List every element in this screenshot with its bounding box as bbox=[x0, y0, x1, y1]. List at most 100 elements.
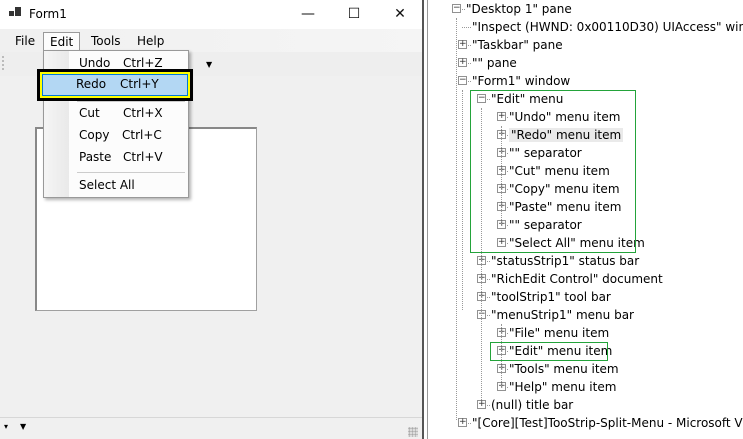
dropdown-arrow-icon[interactable]: ▼ bbox=[206, 60, 213, 69]
tree-node[interactable]: "RichEdit Control" document bbox=[491, 270, 663, 288]
tree-node[interactable]: "menuStrip1" menu bar bbox=[491, 306, 634, 324]
tree-connector bbox=[501, 324, 502, 388]
expand-icon[interactable]: + bbox=[458, 39, 467, 49]
tree-node-label: "Form1" window bbox=[472, 74, 571, 88]
expand-icon[interactable]: + bbox=[458, 57, 467, 67]
tree-node-label: "[Core][Test]TooStrip-Split-Menu - Micro… bbox=[472, 416, 743, 430]
highlight-rectangle: Redo Ctrl+Y bbox=[37, 69, 193, 101]
tree-node[interactable]: "Paste" menu item bbox=[509, 198, 621, 216]
highlight-box bbox=[490, 342, 608, 361]
dropdown-arrow-icon[interactable]: ▾ bbox=[4, 422, 9, 431]
label: Copy bbox=[79, 128, 110, 142]
tree-connector bbox=[468, 423, 471, 424]
tree-node[interactable]: "Copy" menu item bbox=[509, 180, 620, 198]
collapse-icon[interactable]: − bbox=[477, 93, 486, 103]
tree-node[interactable]: "Cut" menu item bbox=[509, 162, 610, 180]
menu-item-redo[interactable]: Redo Ctrl+Y bbox=[42, 74, 188, 96]
tree-node[interactable]: "Select All" menu item bbox=[509, 234, 645, 252]
tree-node-label: "Inspect (HWND: 0x00110D30) UIAccess" wi… bbox=[472, 20, 743, 34]
tree-node[interactable]: "" separator bbox=[509, 216, 582, 234]
tree-node[interactable]: "Edit" menu item bbox=[509, 342, 612, 360]
tree-connector bbox=[487, 279, 490, 280]
tree-connector bbox=[462, 27, 471, 28]
menu-tools[interactable]: Tools bbox=[91, 34, 121, 48]
tree-node[interactable]: "Form1" window bbox=[472, 72, 570, 90]
tree-node-label: "statusStrip1" status bar bbox=[491, 254, 640, 268]
collapse-icon[interactable]: − bbox=[458, 75, 467, 85]
expand-icon[interactable]: + bbox=[497, 111, 506, 121]
tree-node-label: "Paste" menu item bbox=[509, 200, 622, 214]
tree-node-label: "Desktop 1" pane bbox=[466, 2, 572, 16]
tree-connector bbox=[468, 45, 471, 46]
menu-help[interactable]: Help bbox=[137, 34, 165, 48]
tree-node[interactable]: "Desktop 1" pane bbox=[466, 0, 572, 18]
tree-connector bbox=[468, 63, 471, 64]
tree-node[interactable]: "statusStrip1" status bar bbox=[491, 252, 639, 270]
tree-node[interactable]: "Inspect (HWND: 0x00110D30) UIAccess" wi… bbox=[472, 18, 743, 36]
menu-item-select-all[interactable]: Select All bbox=[44, 174, 188, 196]
minimize-button[interactable]: — bbox=[301, 6, 315, 22]
expand-icon[interactable]: + bbox=[497, 237, 506, 247]
tree-node-label: "Edit" menu item bbox=[509, 344, 613, 358]
tree-connector bbox=[507, 351, 508, 352]
label: Paste bbox=[79, 150, 112, 164]
tree-node-label: (null) title bar bbox=[491, 398, 574, 412]
tree-node[interactable]: "Undo" menu item bbox=[509, 108, 620, 126]
form1-window: Form1 — ☐ ✕ File Edit Tools Help ▼ ▾ ▼ U… bbox=[0, 0, 422, 439]
dropdown-arrow-icon[interactable]: ▼ bbox=[20, 422, 27, 431]
highlight-box bbox=[470, 90, 636, 253]
label: Cut bbox=[79, 106, 100, 120]
tree-node-label: "RichEdit Control" document bbox=[491, 272, 663, 286]
tree-node-label: "Copy" menu item bbox=[509, 182, 620, 196]
tree-node[interactable]: "Tools" menu item bbox=[509, 360, 619, 378]
menu-separator bbox=[77, 172, 185, 173]
tree-connector bbox=[507, 135, 508, 136]
expand-icon[interactable]: + bbox=[477, 399, 486, 409]
tree-node[interactable]: "Redo" menu item bbox=[509, 126, 624, 144]
tree-connector bbox=[456, 18, 457, 420]
tree-connector bbox=[507, 369, 508, 370]
tree-node-label: "" separator bbox=[509, 146, 582, 160]
grip-handle[interactable] bbox=[2, 56, 4, 70]
tree-node[interactable]: "" separator bbox=[509, 144, 582, 162]
app-icon bbox=[9, 7, 21, 19]
tree-node[interactable]: "" pane bbox=[472, 54, 517, 72]
label: Undo bbox=[79, 56, 111, 70]
splitter[interactable] bbox=[422, 0, 428, 439]
tree-node[interactable]: "Help" menu item bbox=[509, 378, 616, 396]
menu-edit[interactable]: Edit bbox=[43, 32, 81, 52]
tree-node-label: "menuStrip1" menu bar bbox=[491, 308, 634, 322]
title-bar[interactable]: Form1 — ☐ ✕ bbox=[0, 0, 422, 29]
tree-connector bbox=[507, 153, 508, 154]
tree-connector bbox=[507, 117, 508, 118]
size-grip[interactable] bbox=[408, 427, 418, 437]
tree-node[interactable]: "toolStrip1" tool bar bbox=[491, 288, 611, 306]
window-title: Form1 bbox=[29, 7, 67, 21]
label: Redo bbox=[76, 77, 107, 91]
maximize-button[interactable]: ☐ bbox=[347, 6, 361, 22]
tree-connector bbox=[507, 225, 508, 226]
tree-node[interactable]: "Taskbar" pane bbox=[472, 36, 563, 54]
menu-bar: File Edit Tools Help bbox=[0, 29, 422, 52]
tree-connector bbox=[501, 126, 502, 226]
tree-node-label: "File" menu item bbox=[509, 326, 610, 340]
collapse-icon[interactable]: − bbox=[452, 3, 461, 13]
tree-connector bbox=[462, 90, 463, 310]
tree-connector bbox=[507, 387, 508, 388]
shortcut: Ctrl+Y bbox=[120, 77, 159, 91]
tree-node[interactable]: "File" menu item bbox=[509, 324, 609, 342]
expand-icon[interactable]: + bbox=[458, 417, 467, 427]
tree-node[interactable]: (null) title bar bbox=[491, 396, 573, 414]
menu-separator bbox=[77, 101, 185, 102]
tree-connector bbox=[487, 261, 490, 262]
status-strip: ▾ ▼ bbox=[0, 417, 422, 439]
tree-node[interactable]: "[Core][Test]TooStrip-Split-Menu - Micro… bbox=[472, 414, 743, 432]
tree-node[interactable]: "Edit" menu bbox=[491, 90, 563, 108]
menu-file[interactable]: File bbox=[15, 34, 36, 48]
tree-node-label: "Tools" menu item bbox=[509, 362, 619, 376]
close-button[interactable]: ✕ bbox=[394, 6, 406, 22]
